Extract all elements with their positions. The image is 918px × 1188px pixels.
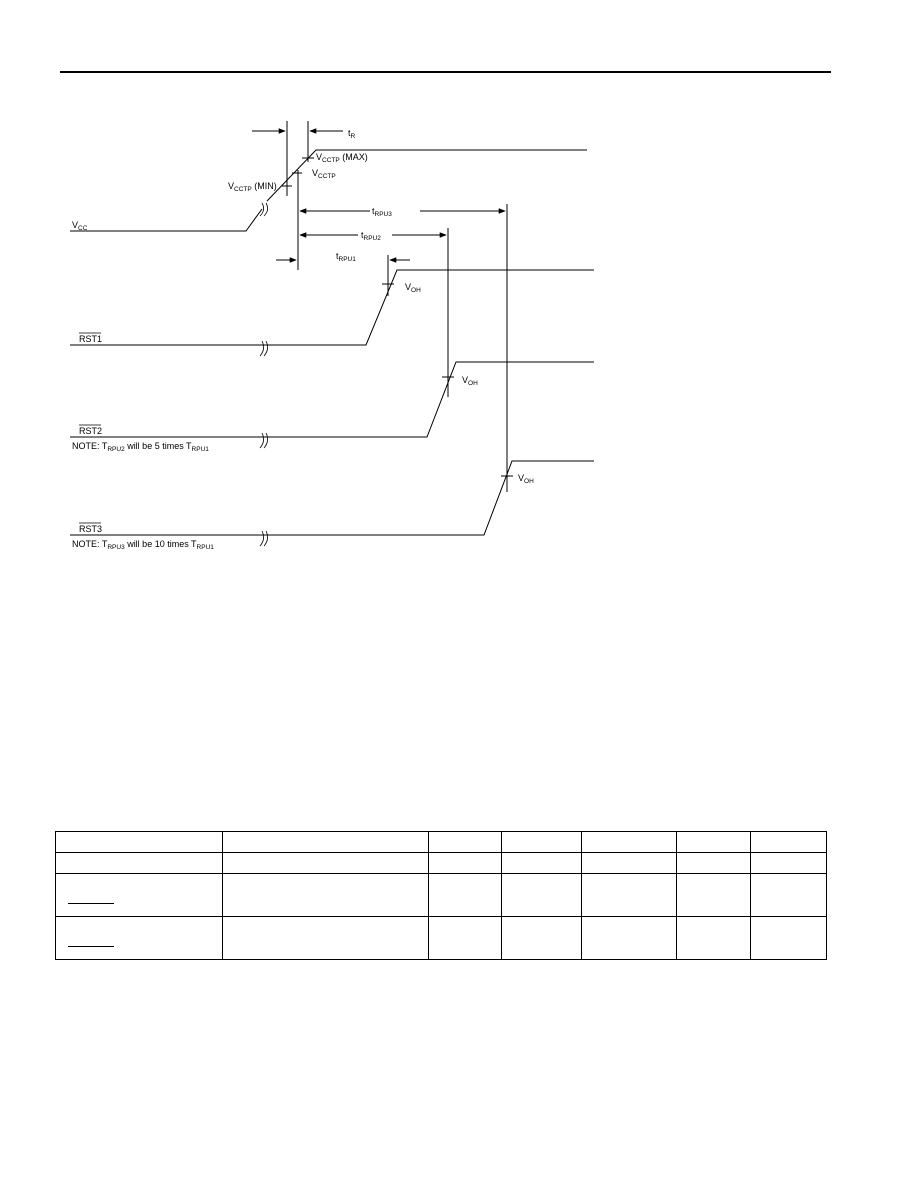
table-cell bbox=[581, 831, 678, 853]
rst2-signal-label: RST2 bbox=[79, 426, 102, 436]
table-cell bbox=[427, 873, 503, 917]
table-cell bbox=[676, 852, 752, 874]
rst2-break-mark bbox=[259, 432, 268, 449]
vcc-signal-label: VCC bbox=[72, 220, 88, 232]
table-cell bbox=[676, 873, 752, 917]
voh3-label: VOH bbox=[518, 473, 534, 485]
table-cell bbox=[750, 873, 827, 917]
voh2-label: VOH bbox=[462, 375, 478, 387]
rst3-note: NOTE: TRPU3 will be 10 times TRPU1 bbox=[72, 539, 214, 551]
table-cell bbox=[501, 916, 583, 960]
table-cell bbox=[676, 831, 752, 853]
reset-timing-diagram: tR VCCTP (MAX) VCCTP VCCTP (MIN) tRPU3 t… bbox=[70, 121, 594, 551]
table-row bbox=[55, 916, 827, 960]
tr-label: tR bbox=[348, 128, 356, 140]
table-cell-overlined bbox=[55, 916, 223, 960]
table-cell bbox=[750, 916, 827, 960]
table-cell bbox=[427, 916, 503, 960]
table-row bbox=[55, 852, 827, 874]
vcc-waveform bbox=[70, 149, 587, 232]
rst1-break-mark bbox=[259, 340, 268, 357]
table-cell bbox=[581, 852, 678, 874]
table-cell bbox=[221, 831, 429, 853]
spec-table bbox=[55, 831, 827, 960]
table-row bbox=[55, 873, 827, 917]
rst1-signal-label: RST1 bbox=[79, 334, 102, 344]
rst2-note: NOTE: TRPU2 will be 5 times TRPU1 bbox=[72, 441, 209, 453]
trpu1-label: tRPU1 bbox=[336, 251, 356, 263]
trpu2-label: tRPU2 bbox=[361, 230, 381, 242]
table-cell bbox=[501, 873, 583, 917]
table-cell bbox=[55, 831, 223, 853]
voh1-label: VOH bbox=[405, 282, 421, 294]
rst2-waveform bbox=[70, 361, 594, 449]
table-cell bbox=[581, 916, 678, 960]
table-cell bbox=[55, 852, 223, 874]
vcctp-label: VCCTP bbox=[312, 168, 336, 180]
table-cell bbox=[501, 852, 583, 874]
table-cell bbox=[427, 852, 503, 874]
vcc-break-mark bbox=[259, 202, 268, 217]
table-cell bbox=[676, 916, 752, 960]
vcctp-max-label: VCCTP (MAX) bbox=[316, 152, 368, 164]
rst3-waveform bbox=[70, 460, 594, 547]
table-cell-overlined bbox=[55, 873, 223, 917]
table-cell bbox=[581, 873, 678, 917]
table-cell bbox=[427, 831, 503, 853]
table-cell bbox=[501, 831, 583, 853]
table-cell bbox=[750, 831, 827, 853]
vcctp-min-label: VCCTP (MIN) bbox=[228, 181, 277, 193]
table-cell bbox=[221, 916, 429, 960]
table-cell bbox=[750, 852, 827, 874]
table-header-row bbox=[55, 831, 827, 853]
table-cell bbox=[221, 852, 429, 874]
trpu3-label: tRPU3 bbox=[372, 206, 392, 218]
rst3-signal-label: RST3 bbox=[79, 524, 102, 534]
table-cell bbox=[221, 873, 429, 917]
rst3-break-mark bbox=[259, 530, 268, 547]
rst1-waveform bbox=[70, 269, 594, 357]
page-top-rule bbox=[60, 71, 831, 73]
